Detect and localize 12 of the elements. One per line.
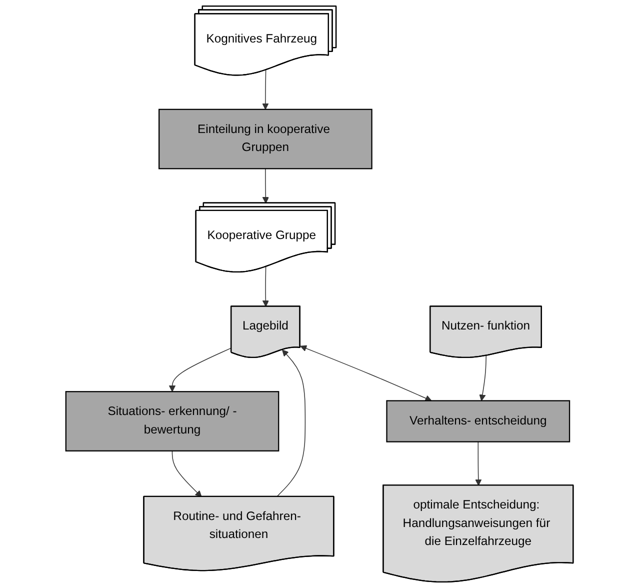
arrow [172, 450, 202, 498]
node-box: Situations- erkennung/ -bewertung [65, 391, 280, 452]
arrow [479, 355, 486, 402]
arrow [262, 70, 269, 110]
arrow [262, 266, 270, 307]
arrow [300, 345, 432, 402]
arrow [276, 350, 306, 498]
node-box: Einteilung in kooperative Gruppen [158, 108, 372, 170]
arrow [262, 168, 270, 204]
arrow [475, 441, 482, 486]
node-box: Verhaltens- entscheidung [386, 400, 570, 442]
arrow [168, 348, 232, 392]
